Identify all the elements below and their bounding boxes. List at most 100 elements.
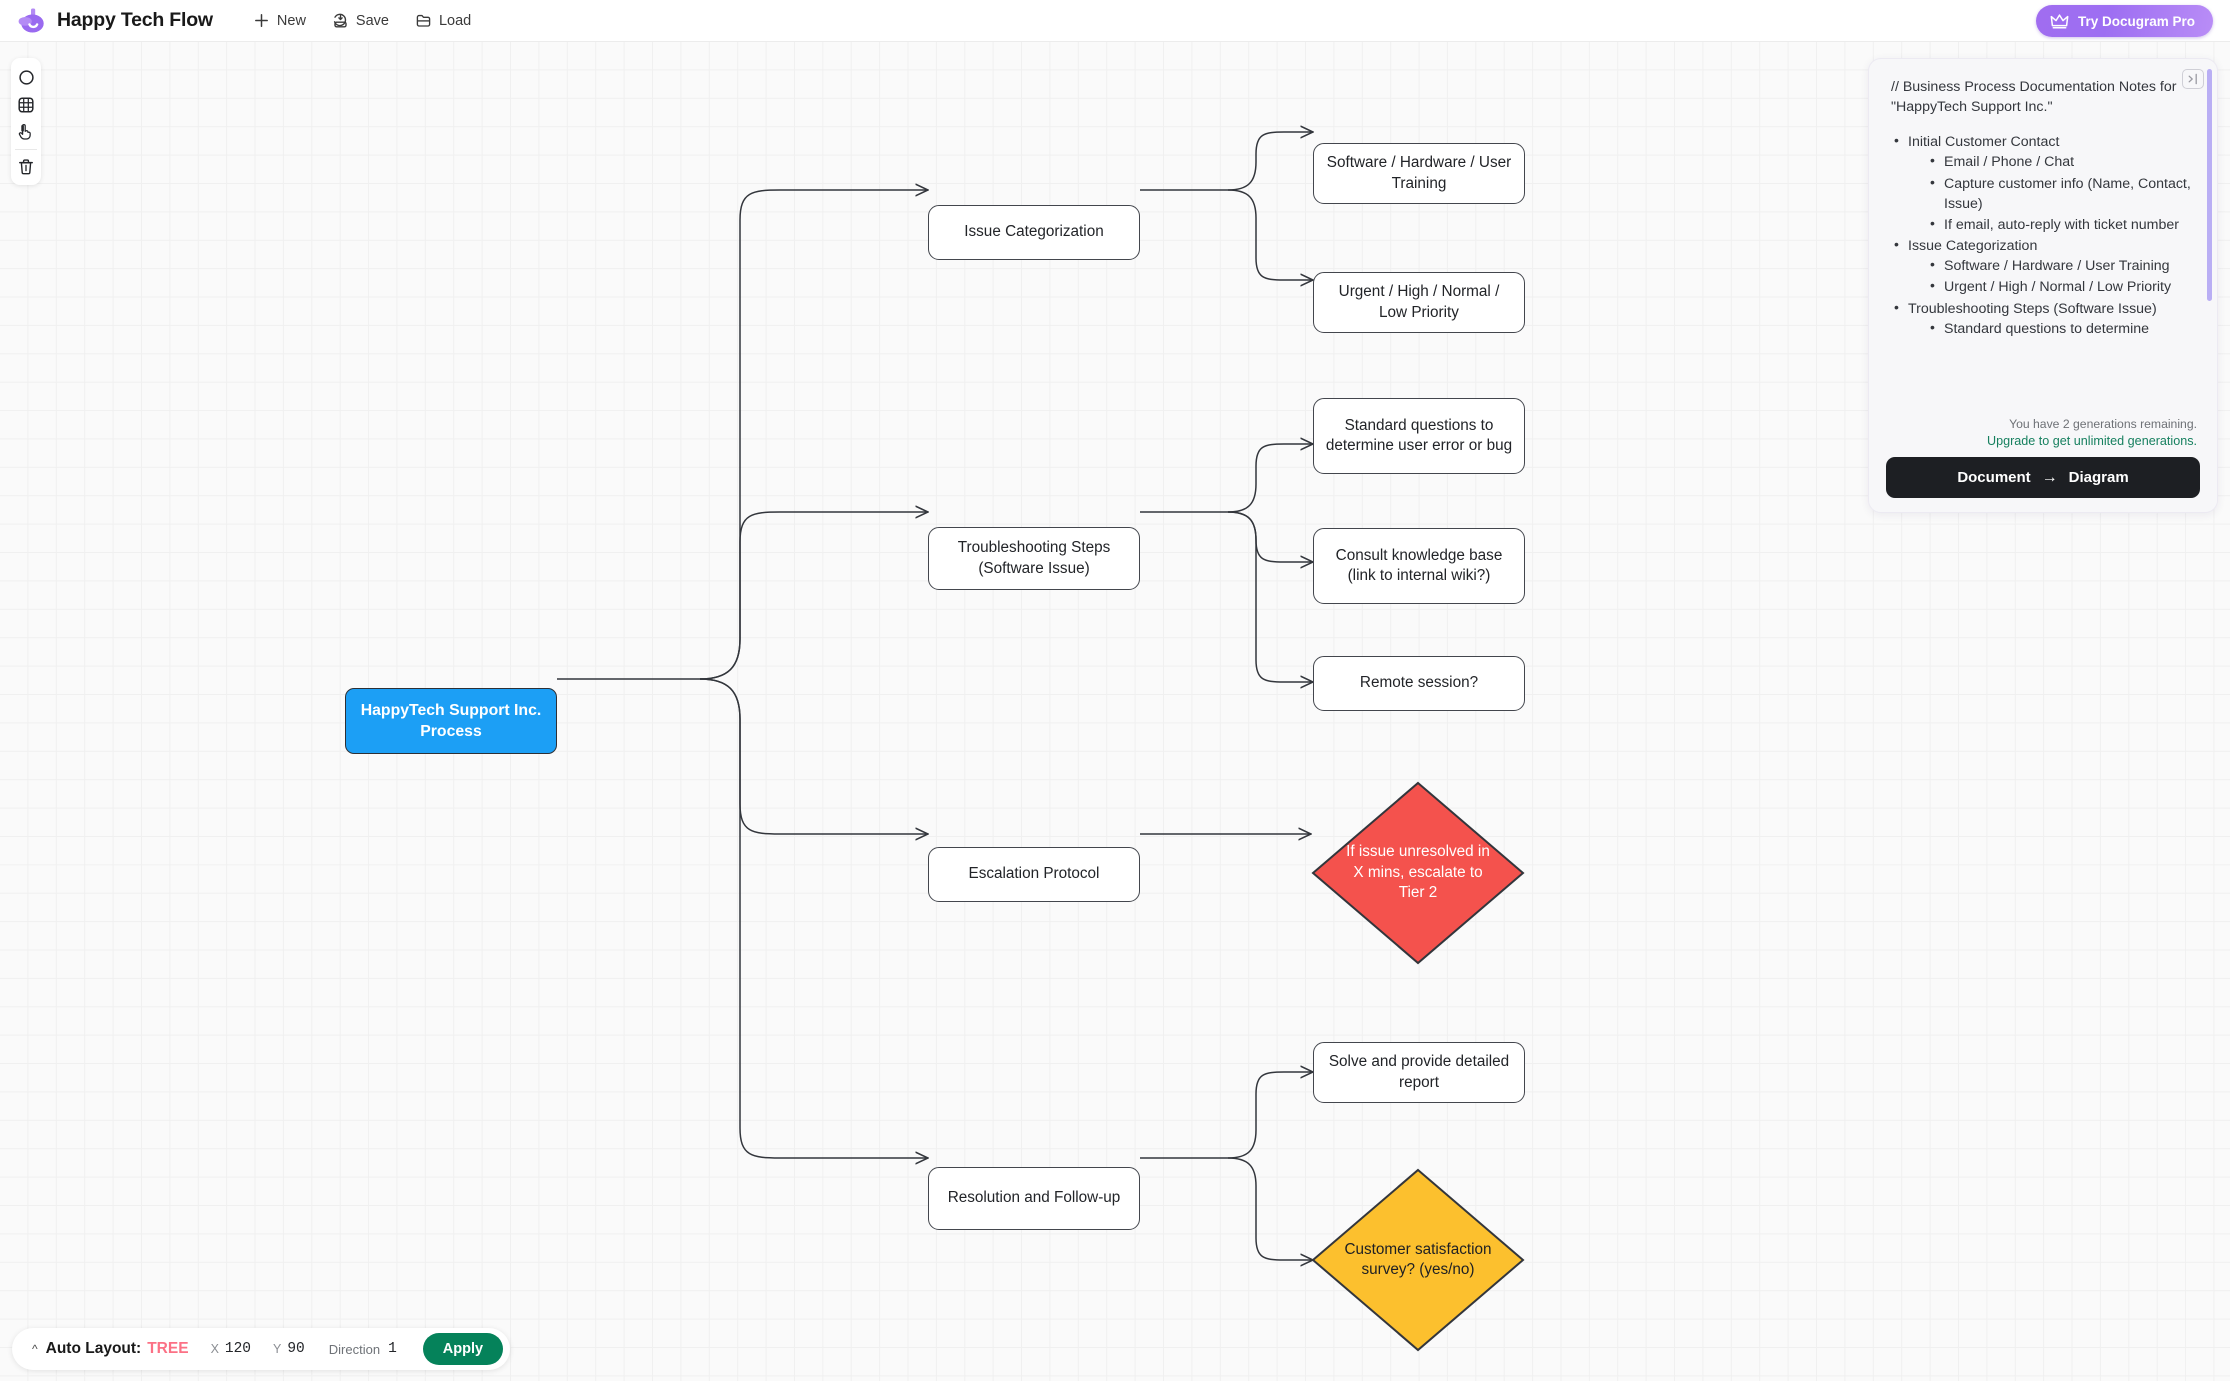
diagram-canvas[interactable]: HappyTech Support Inc. Process Issue Cat… (0, 42, 2230, 1381)
node-label: Standard questions to determine user err… (1325, 416, 1513, 454)
chevron-up-icon[interactable]: ^ (32, 1342, 38, 1356)
plus-icon (254, 14, 268, 27)
node-label: Escalation Protocol (968, 865, 1100, 883)
x-value[interactable]: 120 (224, 1341, 252, 1357)
convert-right-label: Diagram (2068, 469, 2129, 486)
diamond-shape (1311, 781, 1525, 965)
tool-rail (11, 58, 41, 185)
pointer-tool[interactable] (13, 118, 39, 145)
shape-circle-tool[interactable] (13, 64, 39, 91)
list-item: Urgent / High / Normal / Low Priority (1927, 276, 2191, 297)
list-item: Software / Hardware / User Training (1927, 255, 2191, 276)
auto-layout-x-field[interactable]: X 120 (211, 1341, 251, 1357)
save-button[interactable]: Save (332, 12, 389, 29)
node-solve-detailed-report[interactable]: Solve and provide detailed report (1313, 1042, 1525, 1103)
crown-icon (2050, 13, 2069, 28)
node-issue-categorization[interactable]: Issue Categorization (928, 205, 1140, 260)
list-item-label: If email, auto-reply with ticket number (1944, 216, 2179, 233)
flow-diagram: HappyTech Support Inc. Process Issue Cat… (0, 42, 2230, 1381)
rail-divider (15, 149, 37, 150)
node-label: HappyTech Support Inc. Process (360, 702, 542, 740)
arrow-right-icon: → (2041, 468, 2058, 486)
save-disk-icon (333, 13, 347, 28)
node-standard-questions[interactable]: Standard questions to determine user err… (1313, 398, 1525, 474)
notes-sublist: Standard questions to determine (1927, 318, 2191, 339)
list-item-label: Standard questions to determine (1944, 320, 2150, 337)
hand-pointer-icon (18, 123, 31, 140)
direction-label: Direction (328, 1341, 381, 1357)
node-label: Remote session? (1359, 674, 1479, 692)
notes-sublist: Software / Hardware / User Training Urge… (1927, 255, 2191, 297)
notes-sublist: Email / Phone / Chat Capture customer in… (1927, 151, 2191, 235)
node-label: Issue Categorization (964, 223, 1104, 241)
list-item: Initial Customer Contact Email / Phone /… (1891, 131, 2191, 235)
list-item: Troubleshooting Steps (Software Issue) S… (1891, 298, 2191, 339)
load-button[interactable]: Load (415, 12, 471, 29)
upgrade-link[interactable]: Upgrade to get unlimited generations. (1986, 434, 2197, 448)
pro-button-label: Try Docugram Pro (2077, 13, 2195, 29)
new-button-label: New (276, 12, 306, 29)
notes-scrollbar[interactable] (2207, 69, 2212, 301)
list-item-label: Urgent / High / Normal / Low Priority (1944, 279, 2172, 296)
y-value[interactable]: 90 (287, 1341, 305, 1357)
auto-layout-y-field[interactable]: Y 90 (273, 1341, 305, 1357)
x-label: X (210, 1342, 219, 1356)
node-satisfaction-survey-decision[interactable]: Customer satisfaction survey? (yes/no) (1311, 1168, 1525, 1352)
happy-blob-logo-icon[interactable] (18, 7, 48, 35)
node-resolution-followup[interactable]: Resolution and Follow-up (928, 1167, 1140, 1230)
node-software-hardware-training[interactable]: Software / Hardware / User Training (1313, 143, 1525, 204)
circle-icon (18, 70, 34, 85)
diamond-shape (1311, 1168, 1525, 1352)
save-button-label: Save (355, 12, 389, 29)
auto-layout-bar: ^ Auto Layout: TREE X 120 Y 90 Direction… (12, 1328, 511, 1370)
list-item-label: Troubleshooting Steps (Software Issue) (1908, 300, 2157, 317)
new-button[interactable]: New (253, 12, 306, 29)
list-item: Capture customer info (Name, Contact, Is… (1927, 173, 2191, 214)
list-item: Issue Categorization Software / Hardware… (1891, 235, 2191, 297)
generations-remaining-text: You have 2 generations remaining. (2009, 417, 2197, 431)
node-escalate-tier2-decision[interactable]: If issue unresolved in X mins, escalate … (1311, 781, 1525, 965)
list-item-label: Email / Phone / Chat (1944, 154, 2075, 171)
auto-layout-label: Auto Layout: (45, 1340, 142, 1357)
try-docugram-pro-button[interactable]: Try Docugram Pro (2035, 5, 2213, 37)
node-label: Consult knowledge base (link to internal… (1335, 546, 1503, 584)
node-label: Troubleshooting Steps (Software Issue) (957, 539, 1111, 577)
node-label: Urgent / High / Normal / Low Priority (1338, 283, 1500, 321)
document-to-diagram-button[interactable]: Document → Diagram (1886, 457, 2200, 498)
edge-layer (557, 42, 2230, 1381)
list-item: If email, auto-reply with ticket number (1927, 214, 2191, 235)
list-item-label: Software / Hardware / User Training (1944, 258, 2170, 275)
node-root[interactable]: HappyTech Support Inc. Process (345, 688, 557, 754)
list-item-label: Initial Customer Contact (1908, 134, 2060, 151)
node-escalation-protocol[interactable]: Escalation Protocol (928, 847, 1140, 902)
panel-collapse-icon[interactable] (2182, 69, 2204, 89)
notes-content: // Business Process Documentation Notes … (1869, 59, 2217, 402)
page-title: Happy Tech Flow (57, 9, 213, 31)
auto-layout-mode[interactable]: TREE (147, 1340, 189, 1357)
node-consult-knowledge-base[interactable]: Consult knowledge base (link to internal… (1313, 528, 1525, 604)
node-label: Solve and provide detailed report (1328, 1053, 1510, 1091)
node-label: Software / Hardware / User Training (1326, 154, 1512, 192)
list-item: Email / Phone / Chat (1927, 151, 2191, 172)
grid-icon (18, 96, 34, 113)
grid-tool[interactable] (13, 91, 39, 118)
direction-value[interactable]: 1 (388, 1341, 397, 1357)
notes-header: // Business Process Documentation Notes … (1891, 79, 2177, 116)
list-item: Standard questions to determine (1927, 318, 2191, 339)
top-toolbar: Happy Tech Flow New Save (0, 0, 2230, 42)
node-priority-levels[interactable]: Urgent / High / Normal / Low Priority (1313, 272, 1525, 333)
folder-open-icon (416, 14, 431, 27)
convert-left-label: Document (1957, 469, 2031, 486)
load-button-label: Load (438, 12, 472, 29)
trash-icon (19, 158, 33, 174)
notes-footer: You have 2 generations remaining. Upgrad… (1869, 402, 2217, 512)
file-menu-group: New Save Load (253, 12, 471, 29)
list-item-label: Capture customer info (Name, Contact, Is… (1944, 175, 2191, 212)
delete-tool[interactable] (13, 153, 39, 180)
node-troubleshooting-steps[interactable]: Troubleshooting Steps (Software Issue) (928, 527, 1140, 590)
node-remote-session[interactable]: Remote session? (1313, 656, 1525, 711)
document-notes-panel: // Business Process Documentation Notes … (1868, 58, 2218, 513)
apply-button[interactable]: Apply (422, 1333, 504, 1365)
notes-list: Initial Customer Contact Email / Phone /… (1891, 131, 2191, 339)
